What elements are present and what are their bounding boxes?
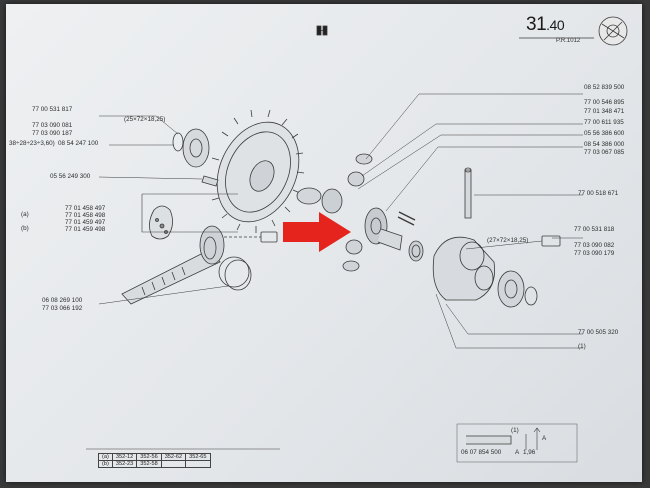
right-ref-1: 08 52 839 500 (584, 84, 625, 91)
right-ref-6: 08 54 386 000 (584, 141, 625, 148)
bolt-ref: 05 56 249 300 (50, 173, 91, 180)
right-ref-2: 77 00 546 895 (584, 99, 625, 106)
right-bearing (497, 270, 538, 308)
bearing-dims: (25×72×18,25) (124, 116, 166, 123)
pr-reference: P.R.1012 (556, 38, 581, 44)
footer-dim-a: A (542, 435, 547, 442)
footer-shim-a: A (515, 449, 520, 456)
footer-shim-ref: 06 07 854 500 (461, 449, 502, 456)
pinion-ref-a-1: 77 01 458 497 (65, 205, 106, 212)
pinion-ref-b-2: 77 01 459 498 (65, 226, 106, 233)
catalog-page: 31.40 P.R.1012 (6, 4, 642, 482)
label-a: (a) (21, 211, 29, 218)
table-row: (b) 352-23 352-58 (98, 460, 211, 468)
shaft-ref: 77 00 518 671 (578, 190, 619, 197)
note-1: (1) (578, 343, 586, 350)
table-row: (a) 352-12 352-56 352-62 352-65 (98, 453, 211, 461)
exploded-view-diagram (86, 16, 628, 463)
planet-gears (296, 153, 424, 272)
differential-thumbnail-icon (598, 16, 628, 46)
bearing-ref-3: 77 03 090 187 (32, 130, 73, 137)
right-ref-3: 77 01 348 471 (584, 108, 625, 115)
page-number-main: 31 (526, 14, 547, 35)
page-number-decimal: .40 (546, 17, 565, 33)
bearing-ref-2: 77 03 090 081 (32, 122, 73, 129)
page-number: 31.40 (526, 14, 565, 36)
right-bearing-dims: (27×72×18,25) (487, 237, 529, 244)
right-bearing-ref-3: 77 03 090 179 (574, 250, 615, 257)
table-cell: 352-23 (111, 460, 138, 468)
bearing-ref-1: 77 00 531 817 (32, 106, 73, 113)
right-ref-4: 77 00 611 935 (584, 119, 624, 126)
pinion-ref-a-2: 77 01 458 498 (65, 212, 106, 219)
right-ref-7: 77 03 067 085 (584, 149, 625, 156)
table-cell: 352-56 (136, 453, 162, 461)
circlip (224, 259, 252, 291)
pinion-ref-b-1: 77 01 459 497 (65, 219, 106, 226)
leader-lines (98, 93, 583, 349)
shim-ref: 08 54 247 100 (58, 140, 99, 147)
shim-diagram (466, 427, 541, 450)
shim-box (456, 423, 578, 463)
circlip-ref-2: 77 03 066 192 (42, 305, 83, 312)
table-cell: 352-58 (136, 460, 162, 468)
model-applicability-table: (a) 352-12 352-56 352-62 352-65 (b) 352-… (98, 453, 211, 468)
washer (411, 244, 421, 258)
right-ref-5: 05 56 386 600 (584, 130, 625, 137)
row-label: (a) (98, 453, 113, 461)
footer-note-1: (1) (511, 427, 519, 434)
table-cell: 352-65 (185, 453, 211, 461)
pinion-shaft (121, 225, 250, 305)
group-bracket (141, 193, 238, 233)
bolt (201, 175, 219, 187)
planet-shaft (464, 167, 472, 219)
row-label: (b) (98, 460, 113, 468)
seal-bag (149, 205, 173, 240)
table-cell: 352-62 (160, 453, 187, 461)
right-bearing-ref-2: 77 03 090 082 (574, 242, 615, 249)
left-bearing (172, 128, 210, 168)
table-cell: 352-12 (111, 453, 138, 461)
right-bearing-ref-1: 77 00 531 818 (574, 226, 615, 233)
section-symbol-icon (316, 25, 328, 36)
highlight-arrow (283, 212, 351, 252)
label-b: (b) (21, 225, 29, 232)
housing-ref: 77 00 505 320 (578, 329, 619, 336)
shim-dims: 38÷28÷23÷3,60) (9, 140, 55, 147)
differential-housing (432, 236, 495, 301)
circlip-ref-1: 06 08 269 100 (42, 297, 83, 304)
footer-shim-value: 1,96 (523, 449, 536, 456)
ring-gear (210, 109, 305, 233)
